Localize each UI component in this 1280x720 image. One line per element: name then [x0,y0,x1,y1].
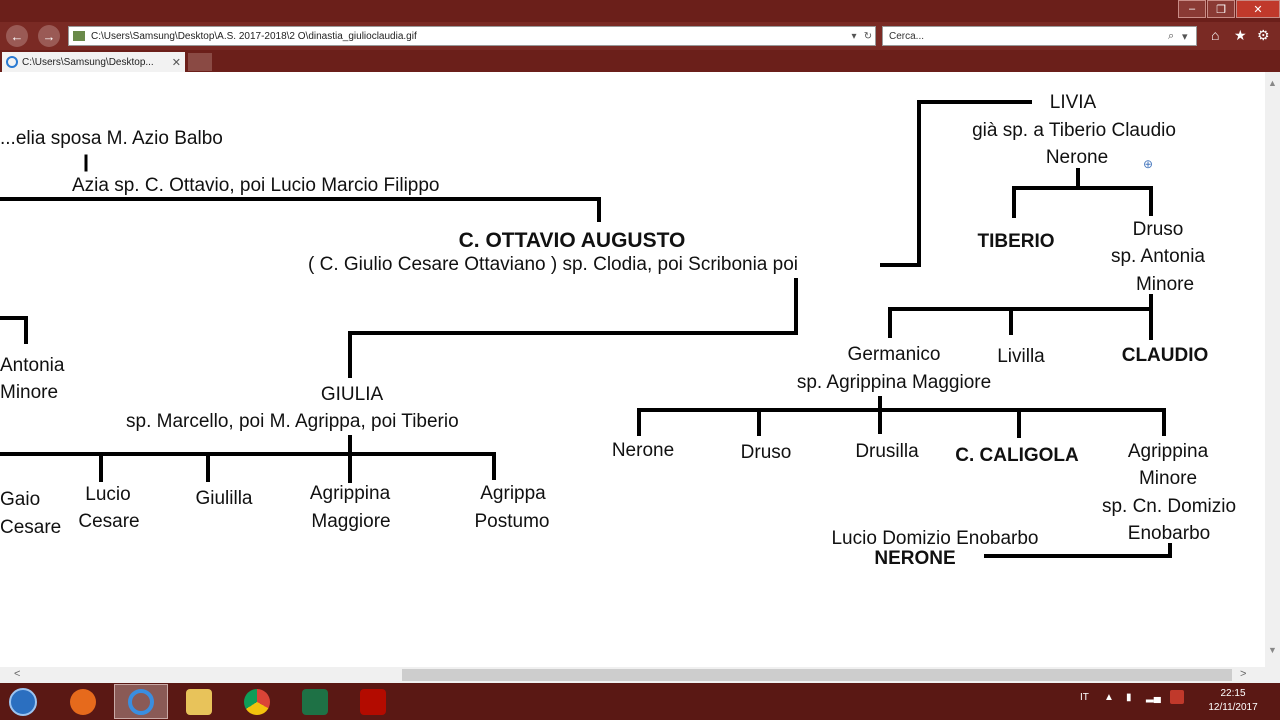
scroll-corner [1265,667,1280,683]
node-azia: Azia sp. C. Ottavio, poi Lucio Marcio Fi… [72,175,440,196]
node-giulilla: Giulilla [195,488,253,509]
tab-strip: C:\Users\Samsung\Desktop... ✕ [0,50,1280,72]
image-file-icon [73,31,85,41]
address-bar[interactable]: C:\Users\Samsung\Desktop\A.S. 2017-2018\… [68,26,876,46]
scroll-right-icon[interactable]: > [1240,668,1247,680]
node-nerone-emperor: NERONE [874,548,956,569]
taskbar-firefox[interactable] [56,684,110,719]
acrobat-tray-icon[interactable] [1170,690,1184,704]
search-input[interactable]: Cerca... [889,30,925,42]
node-druso-line2: sp. Antonia [1110,246,1206,267]
taskbar-internet-explorer[interactable] [114,684,168,719]
language-indicator[interactable]: IT [1080,692,1089,703]
taskbar-chrome[interactable] [230,684,284,719]
node-druso-son: Druso [740,442,792,463]
favorites-star-icon[interactable]: ★ [1234,27,1247,43]
taskbar-excel[interactable] [288,684,342,719]
chrome-icon [244,688,270,715]
signal-icon[interactable]: ▂▄ [1146,692,1161,703]
clock-time: 22:15 [1220,688,1246,699]
clock-date: 12/11/2017 [1208,702,1258,713]
node-agrippina-minore-line4: Enobarbo [1127,523,1211,544]
node-livia-line3: Nerone [1045,147,1109,168]
taskbar-explorer[interactable] [172,684,226,719]
node-livia-line2: già sp. a Tiberio Claudio [972,120,1176,141]
tab-title: C:\Users\Samsung\Desktop... [22,56,154,68]
arrow-right-icon: → [42,28,56,44]
node-gaio-line2: Cesare [0,517,62,538]
node-agrippa-postumo-line2: Postumo [474,511,550,532]
search-box[interactable]: Cerca... ⌕ ▾ [882,26,1197,46]
node-azio-balbo: ...elia sposa M. Azio Balbo [0,128,223,149]
node-agrippina-minore-line2: Minore [1138,468,1198,489]
node-augusto-name: C. OTTAVIO AUGUSTO [458,229,686,252]
node-drusilla: Drusilla [855,441,919,462]
tray-expand-icon[interactable]: ▲ [1104,692,1114,703]
node-antonia-line1: Antonia [0,355,65,376]
refresh-icon[interactable]: ↻ [863,30,873,42]
node-germanico-line1: Germanico [847,344,941,365]
tree-lines [0,100,1172,558]
search-icon[interactable]: ⌕ [1168,29,1175,42]
close-window-button[interactable]: ✕ [1236,0,1280,18]
node-druso-line1: Druso [1132,219,1184,240]
node-lucio-domizio: Lucio Domizio Enobarbo [831,528,1039,549]
node-livilla: Livilla [997,346,1045,367]
node-agrippina-minore-line1: Agrippina [1127,441,1209,462]
folder-icon [186,688,212,715]
back-button[interactable]: ← [6,25,28,47]
node-augusto-desc: ( C. Giulio Cesare Ottaviano ) sp. Clodi… [308,254,799,275]
node-claudio: CLAUDIO [1121,345,1209,366]
dropdown-arrow-icon[interactable]: ▾ [851,30,857,42]
restore-button[interactable]: ❐ [1207,0,1235,18]
node-agrippina-maggiore-line2: Maggiore [311,511,391,532]
system-clock[interactable]: 22:15 12/11/2017 [1196,687,1270,715]
settings-gear-icon[interactable]: ⚙ [1257,27,1270,43]
scroll-left-icon[interactable]: < [14,668,21,680]
horizontal-scrollbar[interactable]: < > [0,667,1265,683]
node-giulia-desc: sp. Marcello, poi M. Agrippa, poi Tiberi… [126,411,459,432]
address-text[interactable]: C:\Users\Samsung\Desktop\A.S. 2017-2018\… [91,30,417,42]
node-tiberio: TIBERIO [977,231,1055,252]
node-agrippina-maggiore-line1: Agrippina [309,483,391,504]
close-tab-icon[interactable]: ✕ [171,56,181,69]
zoom-cursor-icon: ⊕ [1143,157,1154,171]
windows-taskbar: IT ▲ ▮ ▂▄ 22:15 12/11/2017 [0,683,1280,720]
windows-logo-icon [9,687,37,716]
internet-explorer-icon [128,688,154,715]
node-giulia-name: GIULIA [320,384,384,405]
node-druso-line3: Minore [1135,274,1195,295]
node-lucio-cesare-line1: Lucio [85,484,131,505]
node-agrippa-postumo-line1: Agrippa [480,483,546,504]
node-gaio-line1: Gaio [0,489,41,510]
window-titlebar: – ❐ ✕ [0,0,1280,22]
home-icon[interactable]: ⌂ [1211,27,1220,43]
node-livia-name: LIVIA [1049,92,1097,113]
tab-active[interactable]: C:\Users\Samsung\Desktop... ✕ [2,52,185,72]
scroll-up-icon[interactable]: ▲ [1268,78,1277,88]
firefox-icon [70,688,96,715]
node-nerone-son: Nerone [611,440,675,461]
minimize-button[interactable]: – [1178,0,1206,18]
scroll-down-icon[interactable]: ▼ [1268,645,1277,655]
search-dropdown-icon[interactable]: ▾ [1182,30,1188,43]
node-antonia-line2: Minore [0,382,59,403]
ie-icon [6,56,18,68]
start-button[interactable] [4,685,42,718]
browser-toolbar: ← → C:\Users\Samsung\Desktop\A.S. 2017-2… [0,22,1280,50]
node-germanico-line2: sp. Agrippina Maggiore [796,372,992,393]
battery-icon[interactable]: ▮ [1126,692,1132,703]
taskbar-acrobat[interactable] [346,684,400,719]
image-viewport: ...elia sposa M. Azio Balbo Azia sp. C. … [0,72,1265,667]
horizontal-scroll-thumb[interactable] [402,669,1232,681]
new-tab-button[interactable] [188,53,212,71]
pdf-icon [360,688,386,715]
node-caligola: C. CALIGOLA [955,445,1079,466]
node-lucio-cesare-line2: Cesare [78,511,140,532]
excel-icon [302,688,328,715]
node-agrippina-minore-line3: sp. Cn. Domizio [1101,496,1237,517]
vertical-scrollbar[interactable]: ▲ ▼ [1265,72,1280,667]
forward-button[interactable]: → [38,25,60,47]
arrow-left-icon: ← [10,28,24,44]
